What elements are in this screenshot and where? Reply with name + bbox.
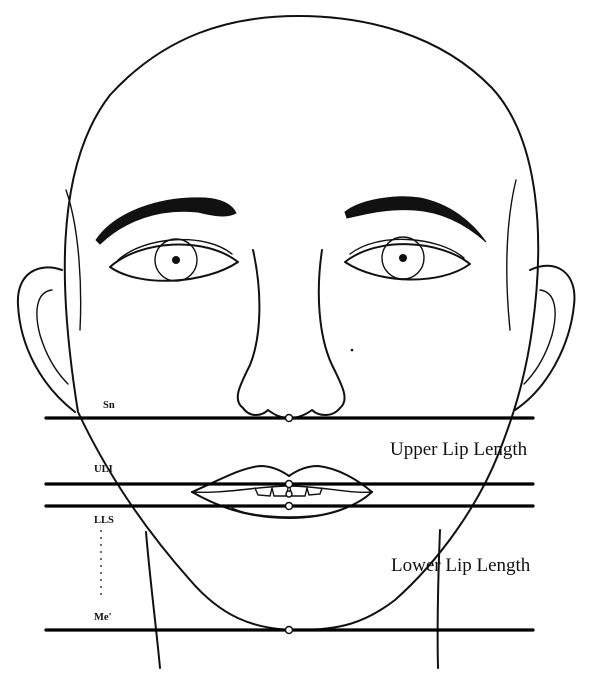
nose-right-line: [319, 250, 345, 408]
right-ear: [515, 266, 574, 410]
nose-left-line: [238, 250, 260, 408]
label-me: Me': [94, 612, 112, 623]
right-temple-line: [507, 180, 516, 330]
menton-point: [286, 627, 293, 634]
right-ear-inner: [524, 290, 555, 384]
neck-left-line: [146, 532, 160, 668]
left-ear: [18, 267, 75, 412]
label-lls: LLS: [94, 515, 114, 526]
lip-contact-point: [286, 491, 292, 497]
left-eyebrow: [96, 198, 236, 244]
label-uli: ULI: [94, 464, 113, 475]
upper-lip: [192, 466, 372, 492]
label-upper-lip-length: Upper Lip Length: [390, 439, 528, 460]
label-sn: Sn: [103, 400, 115, 411]
uli-point: [286, 481, 293, 488]
left-pupil: [172, 256, 180, 264]
subnasale-point: [286, 415, 293, 422]
left-ear-inner: [37, 290, 68, 384]
label-lower-lip-length: Lower Lip Length: [391, 555, 531, 576]
head-outline: [65, 16, 538, 630]
mole: [351, 349, 354, 352]
neck-right-line: [438, 530, 440, 668]
lls-point: [286, 503, 293, 510]
right-pupil: [399, 254, 407, 262]
mouth-line: [192, 486, 372, 492]
right-eye-lid: [350, 239, 464, 258]
right-eyebrow: [345, 197, 486, 242]
